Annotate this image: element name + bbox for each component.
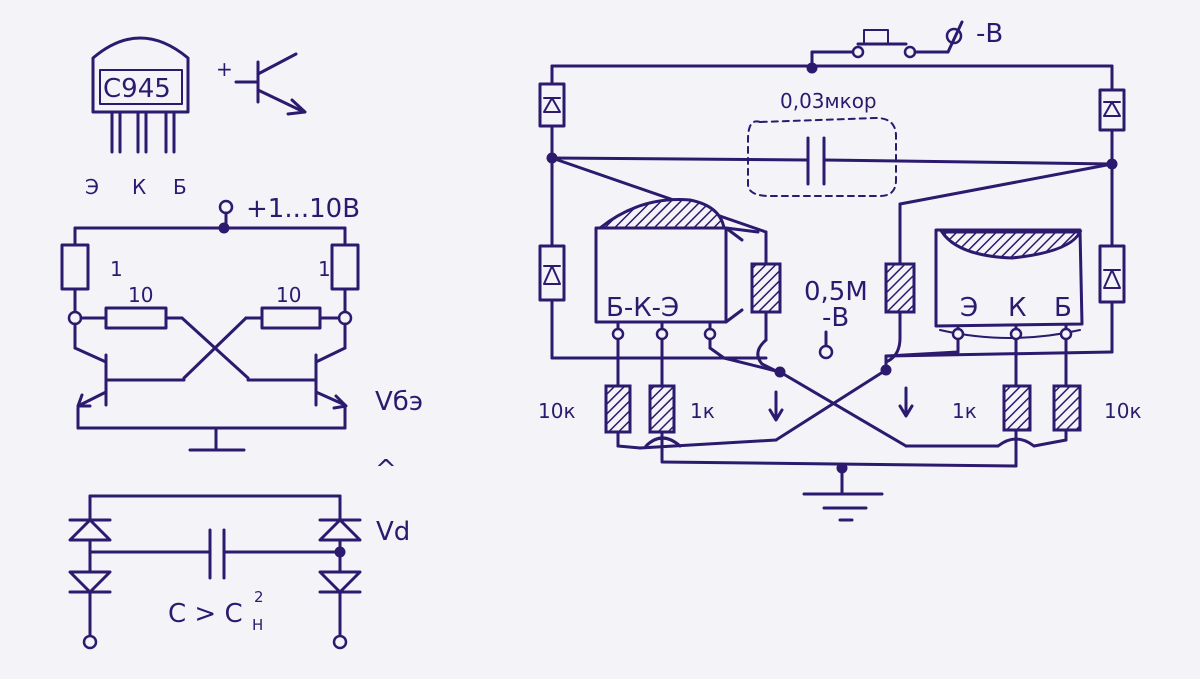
chip-marking: C945 xyxy=(103,74,171,104)
right-pin-label-e: Э xyxy=(960,293,978,323)
vd-label: Vd xyxy=(376,517,410,547)
right-pin-label-b: Б xyxy=(1054,293,1072,323)
cap-formula: C > C xyxy=(168,599,243,629)
left-transistor-pins: Б-К-Э xyxy=(606,293,679,323)
capacitor-value: 0,03мкор xyxy=(780,89,877,113)
pin-label-e: Э xyxy=(85,175,99,199)
diode-capacitor-circuit xyxy=(68,494,362,650)
cap-formula-subscript: H xyxy=(252,616,263,634)
vbe-label: Vбэ xyxy=(375,387,423,417)
right-pin-label-k: К xyxy=(1008,293,1026,323)
left-emitter-res-label: 1к xyxy=(690,399,715,423)
left-base-res-label: 10к xyxy=(538,399,576,423)
bias-negative-label: -В xyxy=(822,303,849,333)
collector-res-left-label: 1 xyxy=(110,257,123,281)
cap-formula-exponent: 2 xyxy=(254,588,264,606)
bias-resistors xyxy=(750,262,916,374)
base-res-right-label: 10 xyxy=(276,283,301,307)
supply-label: +1...10В xyxy=(246,194,360,224)
top-switch xyxy=(810,20,964,68)
bias-resistor-label: 0,5М xyxy=(804,277,868,307)
multivibrator-schematic xyxy=(60,199,360,452)
base-res-left-label: 10 xyxy=(128,283,153,307)
cross-coupling-wires xyxy=(722,350,960,448)
pin-label-k: К xyxy=(132,175,146,199)
right-base-res-label: 10к xyxy=(1104,399,1142,423)
transistor-package xyxy=(91,36,190,154)
right-power-transistor xyxy=(934,228,1084,388)
npn-transistor-symbol xyxy=(234,52,307,116)
right-emitter-res-label: 1к xyxy=(952,399,977,423)
collector-res-right-label: 1 xyxy=(318,257,331,281)
negative-supply-label: -В xyxy=(976,19,1003,49)
left-power-transistor xyxy=(594,198,760,364)
pin-label-b: Б xyxy=(173,175,187,199)
lower-resistors xyxy=(604,360,1082,522)
compare-symbol: ^ xyxy=(375,455,397,485)
plus-sign: + xyxy=(216,57,233,81)
right-circuit xyxy=(538,62,1126,360)
